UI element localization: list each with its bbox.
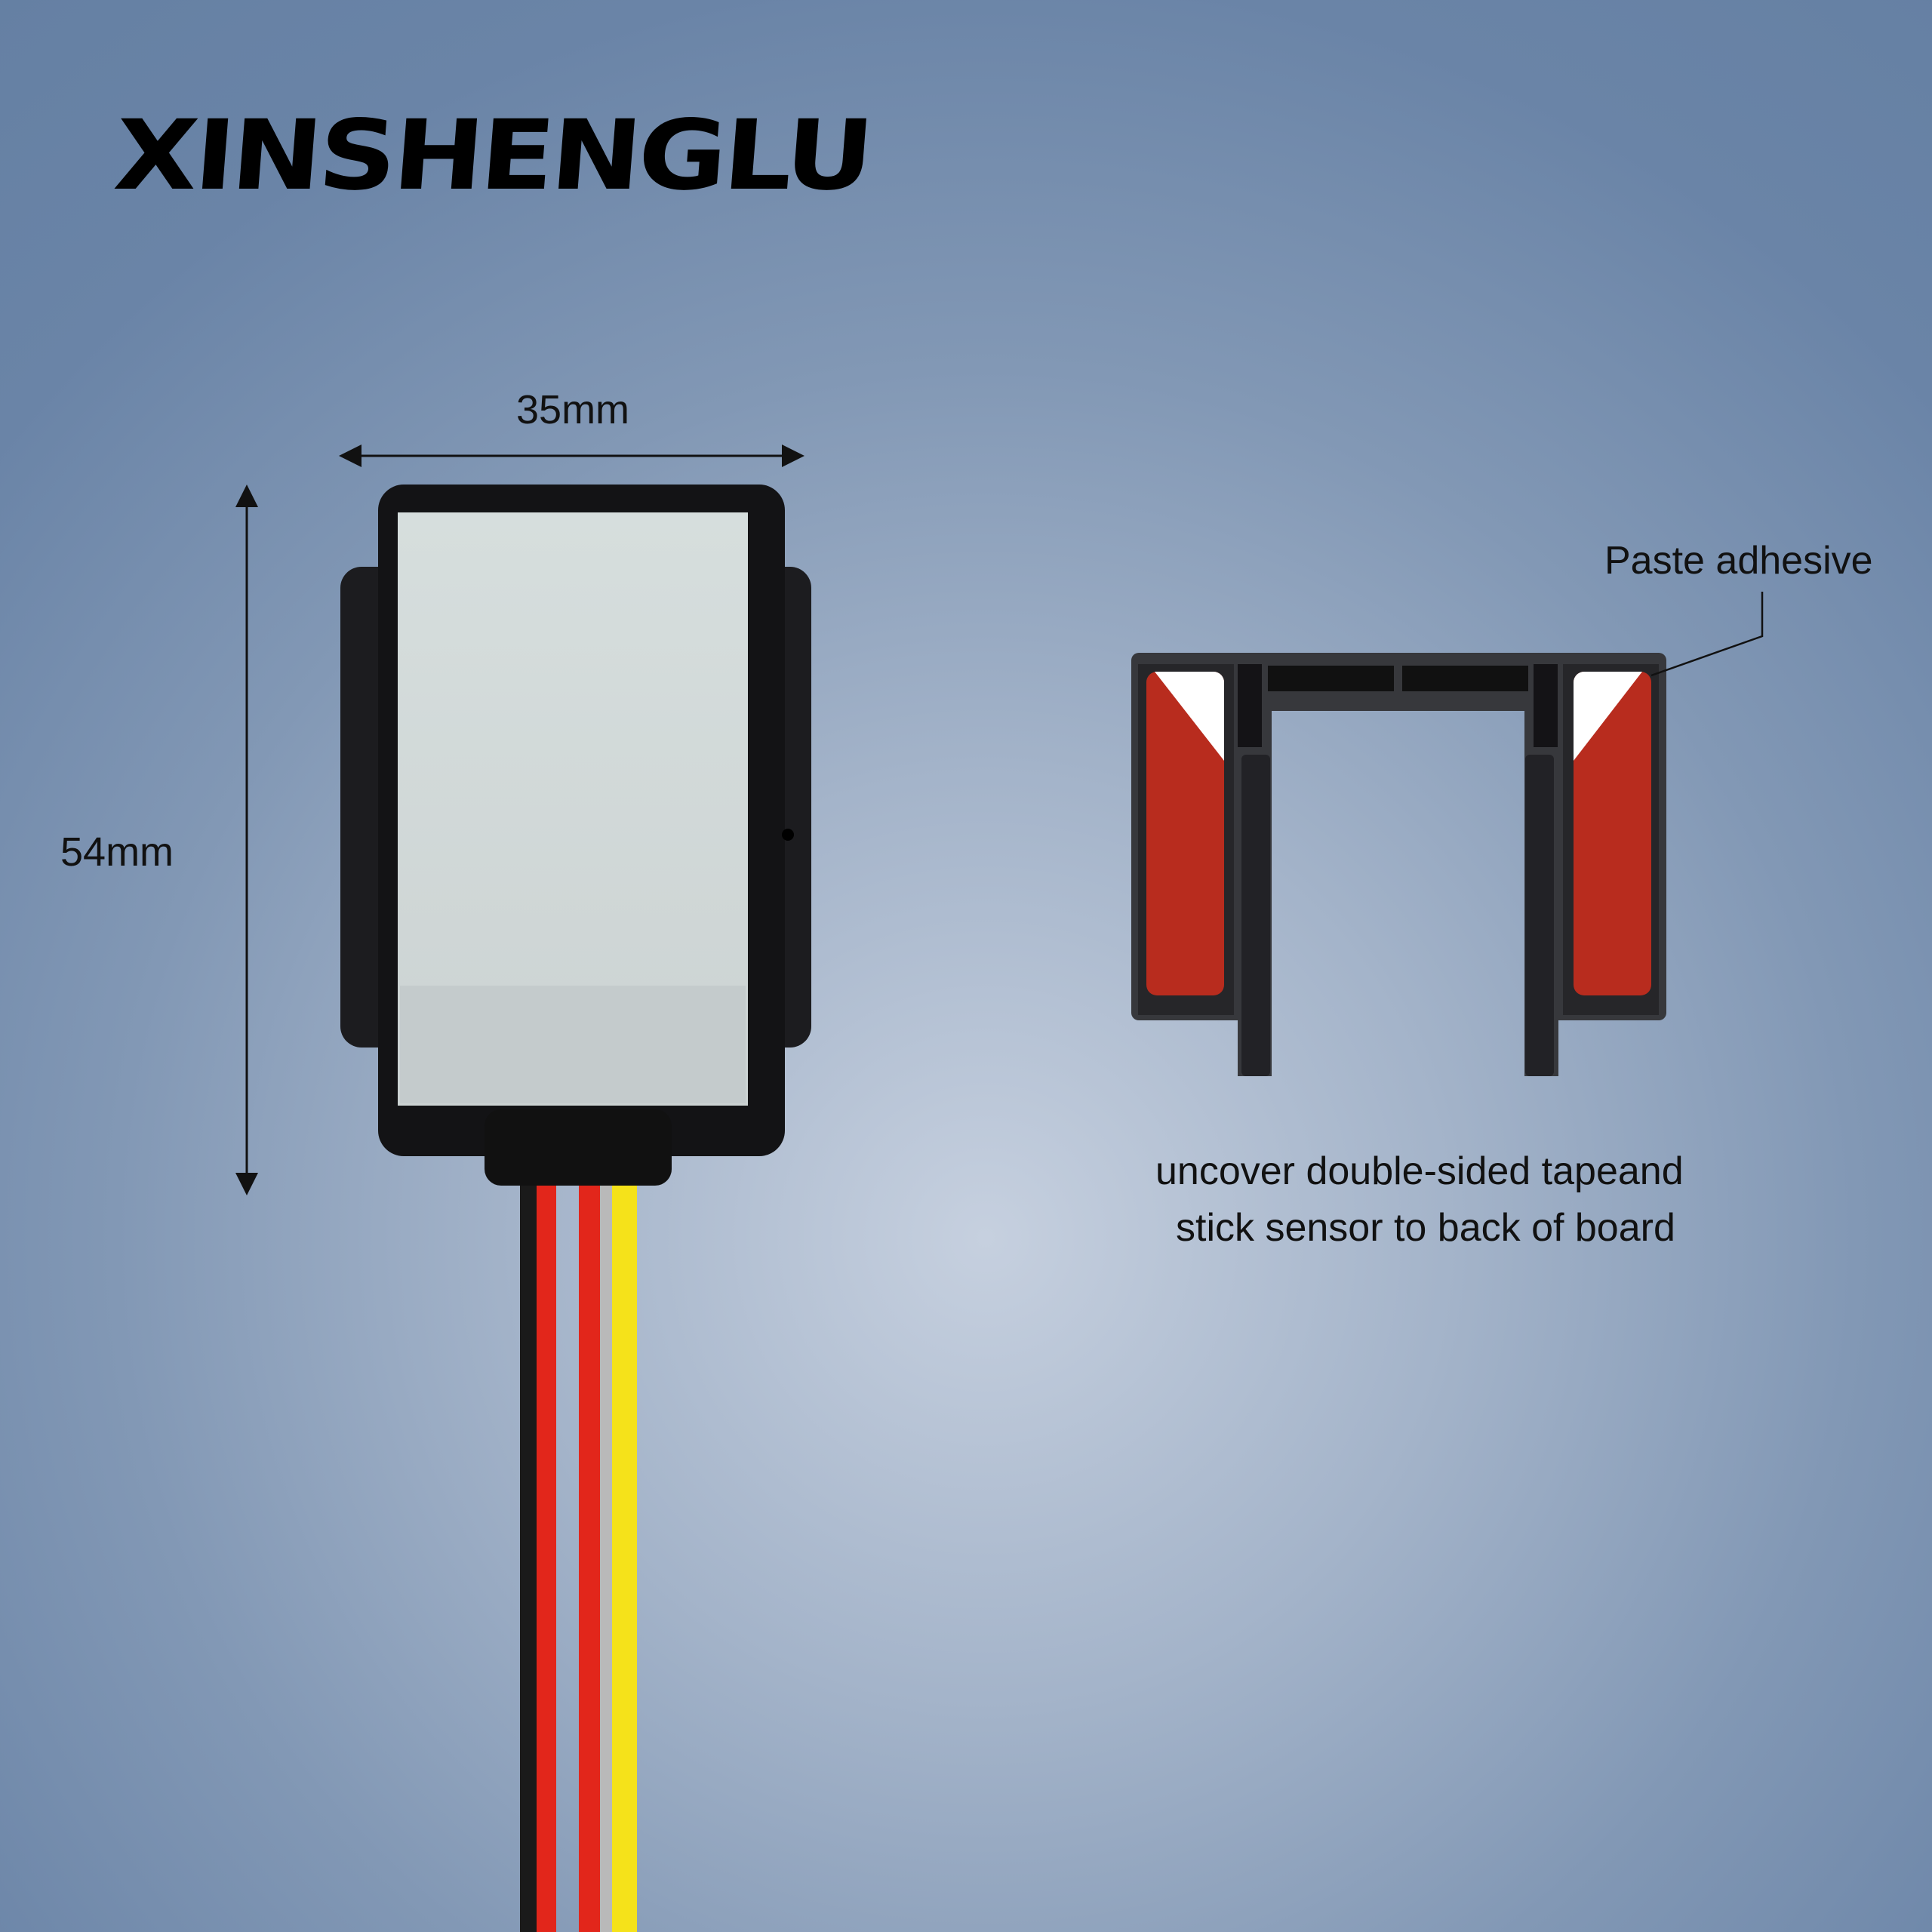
wire-yellow bbox=[612, 1177, 637, 1932]
mounting-clip bbox=[1131, 653, 1666, 1076]
adhesive-pad-right bbox=[1574, 672, 1651, 995]
touch-sensor bbox=[340, 485, 811, 1186]
wire-red bbox=[537, 1177, 556, 1932]
adhesive-pad-left bbox=[1146, 672, 1224, 995]
wire-grey bbox=[600, 1177, 612, 1932]
paste-adhesive-label: Paste adhesive bbox=[1604, 539, 1873, 583]
height-label: 54mm bbox=[60, 829, 174, 875]
instruction-line-2: stick sensor to back of board bbox=[1176, 1206, 1675, 1250]
callout-leader-line bbox=[1651, 592, 1764, 677]
wire-red-2 bbox=[579, 1177, 600, 1932]
width-label: 35mm bbox=[516, 387, 630, 432]
sensor-wires bbox=[520, 1177, 637, 1932]
instruction-line-1: uncover double-sided tapeand bbox=[1155, 1149, 1684, 1193]
wire-black bbox=[520, 1177, 537, 1932]
sensor-indicator-dot bbox=[782, 829, 794, 841]
